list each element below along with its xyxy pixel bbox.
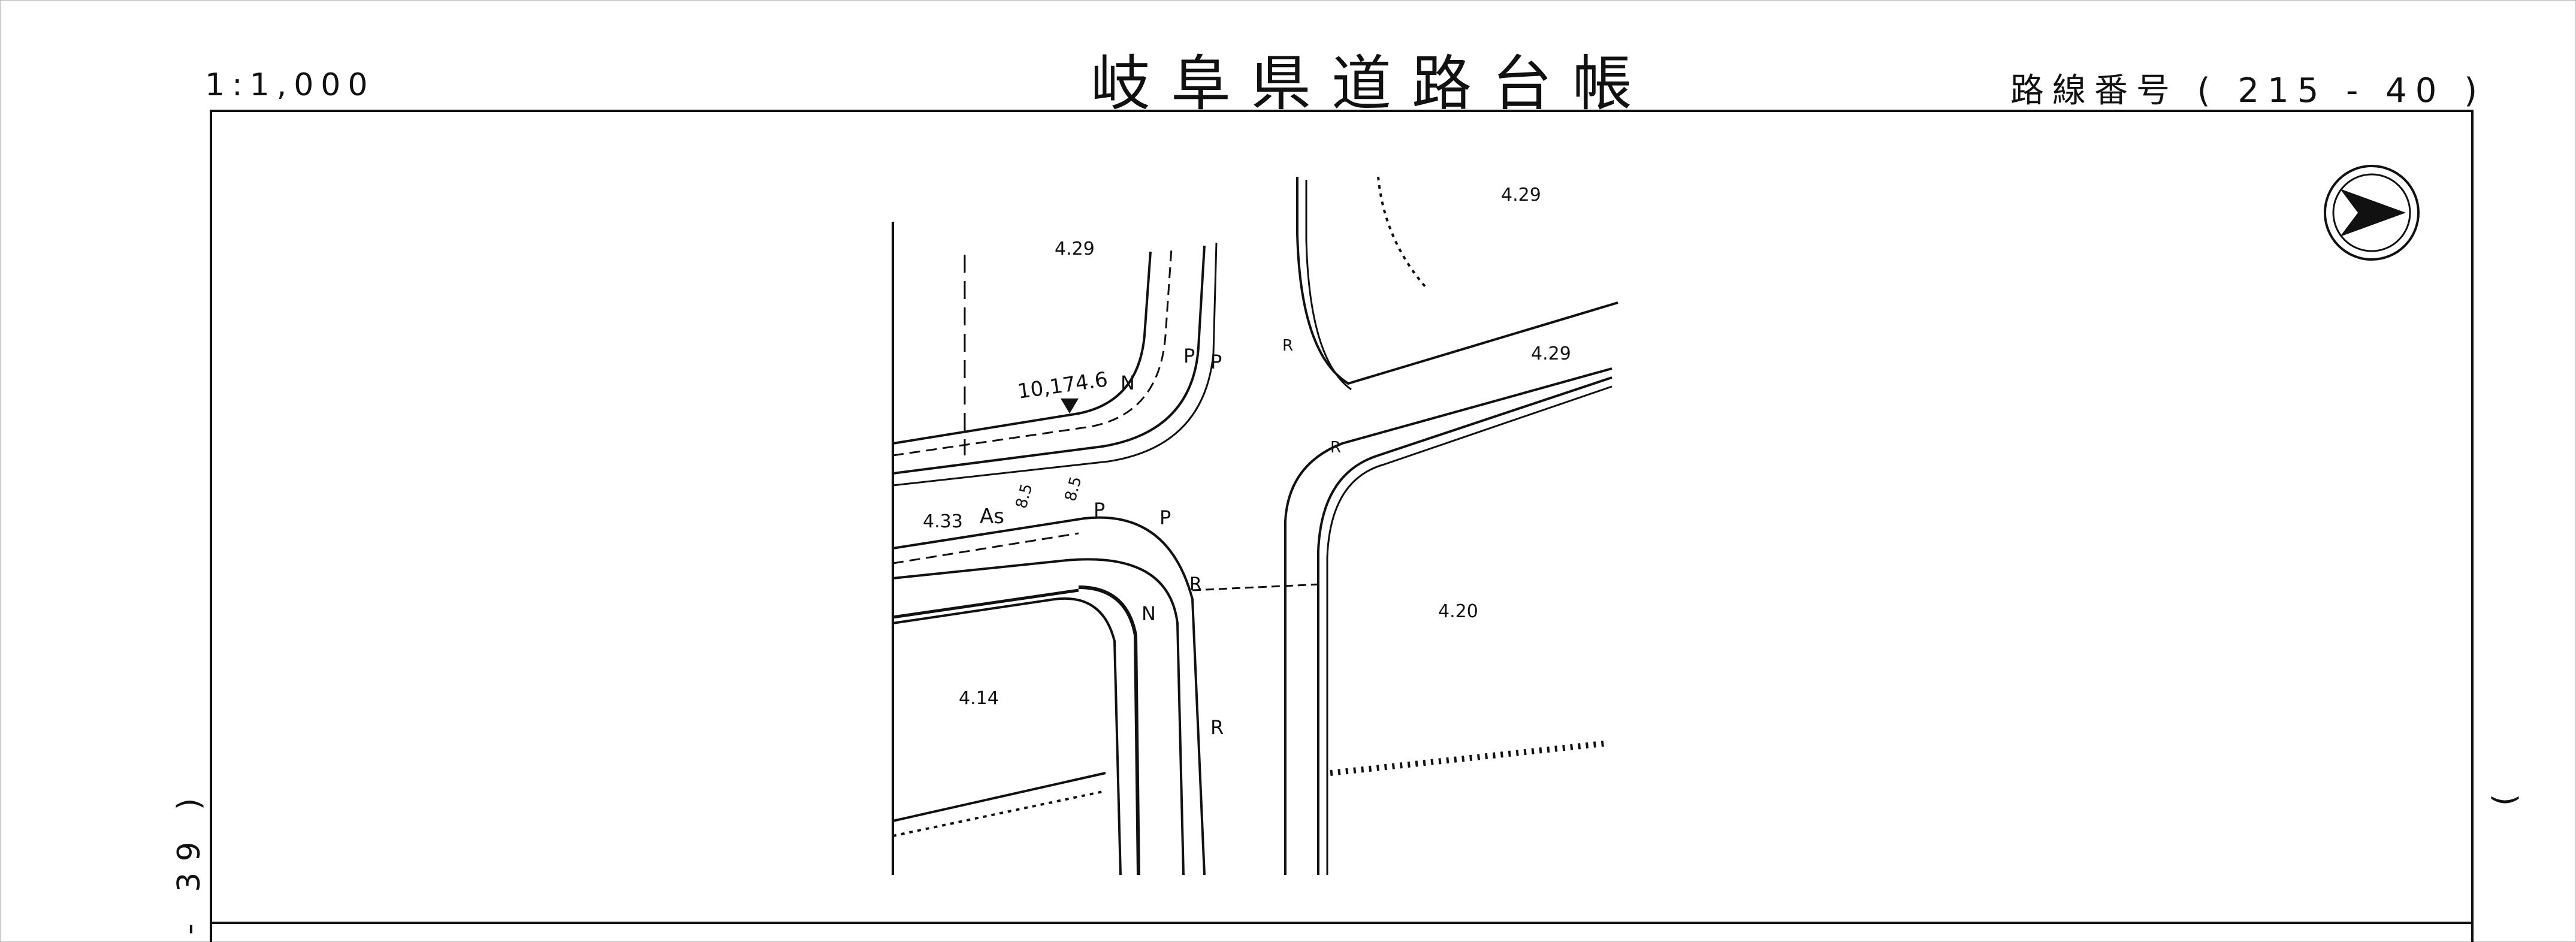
symbol-label: P [1094, 499, 1105, 521]
symbol-label: N [1121, 372, 1135, 394]
map-labels: 4.29 4.29 4.29 4.33 4.14 4.20 10,174.6 A… [923, 185, 1571, 739]
road-lines [892, 165, 2420, 875]
map-scale: 1:1,000 [205, 67, 375, 103]
symbol-label: R [1210, 716, 1224, 739]
page-title: 岐阜県道路台帳 [1091, 49, 1653, 119]
elevation-label: 4.20 [1438, 601, 1478, 622]
elevation-label: 4.14 [959, 688, 999, 709]
map-frame [210, 110, 2474, 942]
frame-bottom-line [210, 922, 2474, 924]
surface-label: As [980, 505, 1004, 529]
station-label: 10,174.6 [1016, 367, 1109, 404]
symbol-label: N [1141, 602, 1156, 625]
dimension-label: 8.5 [1013, 482, 1037, 511]
elevation-label: 4.29 [1501, 185, 1541, 206]
elevation-label: 4.29 [1531, 343, 1571, 364]
elevation-label: 4.33 [923, 511, 963, 532]
symbol-label: P [1183, 345, 1195, 367]
station-marker-icon [1061, 398, 1079, 413]
route-number: 路線番号 ( 215 - 40 ) [2010, 71, 2486, 110]
symbol-label: R [1282, 337, 1293, 355]
symbol-label: R [1330, 439, 1341, 457]
symbol-label: P [1210, 351, 1222, 373]
elevation-label: 4.29 [1055, 238, 1095, 259]
dimension-label: 8.5 [1062, 475, 1086, 503]
symbol-label: P [1159, 506, 1171, 529]
symbol-label: R [1189, 574, 1202, 595]
north-arrow-icon [2340, 189, 2406, 237]
